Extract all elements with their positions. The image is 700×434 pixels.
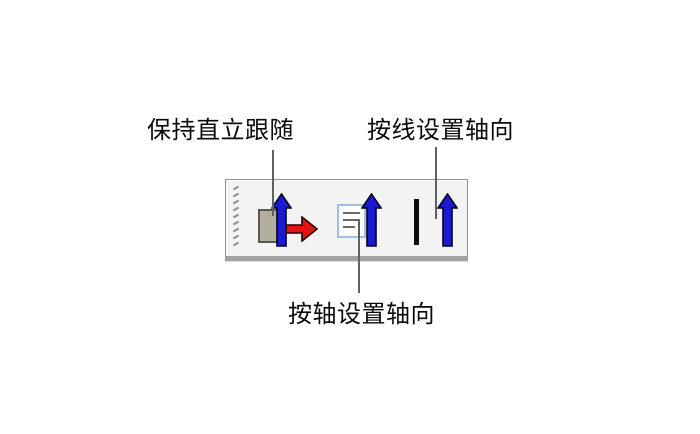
- keep-upright-follow-button[interactable]: [254, 190, 320, 250]
- axis-form-icon: [337, 204, 366, 238]
- toolbar-drag-handle[interactable]: [232, 185, 242, 251]
- leader-line-set-axis-by-axis: [358, 221, 360, 293]
- blue-up-arrow-icon: [361, 193, 382, 247]
- line-edge-icon: [414, 199, 419, 245]
- callout-label-set-axis-by-line: 按线设置轴向: [367, 117, 514, 144]
- blue-up-arrow-icon: [437, 193, 458, 247]
- red-right-arrow-icon: [285, 216, 318, 242]
- set-axis-by-axis-button[interactable]: [332, 190, 392, 250]
- set-axis-by-line-button[interactable]: [408, 190, 464, 250]
- axis-tools-toolbar: [225, 179, 468, 261]
- callout-label-set-axis-by-axis: 按轴设置轴向: [288, 301, 435, 328]
- callout-label-keep-upright-follow: 保持直立跟随: [147, 117, 294, 144]
- leader-line-keep-upright-follow: [272, 150, 274, 216]
- leader-line-set-axis-by-line: [435, 147, 437, 219]
